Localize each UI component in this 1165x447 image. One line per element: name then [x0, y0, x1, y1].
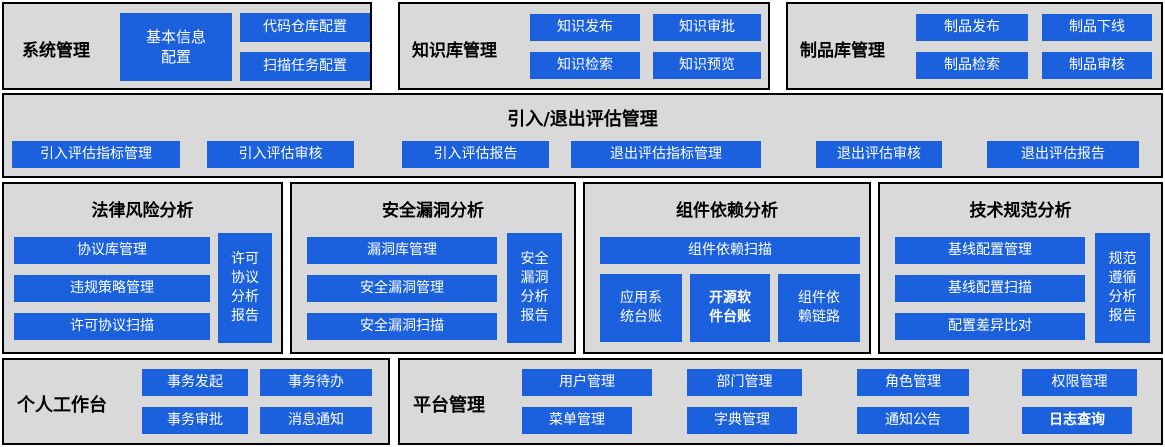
perm-mgmt-button[interactable]: 权限管理	[1022, 369, 1137, 396]
dependency-chain-button[interactable]: 组件依 赖链路	[778, 274, 860, 342]
panel-tech: 技术规范分析 基线配置管理 基线配置扫描 配置差异比对 规范 遵循 分析 报告	[878, 182, 1163, 354]
knowledge-publish-button[interactable]: 知识发布	[530, 14, 640, 41]
panel-system-title: 系统管理	[22, 41, 90, 61]
exit-eval-metrics-button[interactable]: 退出评估指标管理	[571, 141, 761, 168]
vuln-report-button[interactable]: 安全 漏洞 分析 报告	[507, 233, 562, 343]
knowledge-approve-button[interactable]: 知识审批	[653, 14, 761, 41]
task-approve-button[interactable]: 事务审批	[142, 407, 248, 434]
panel-workspace-title: 个人工作台	[17, 395, 107, 416]
basic-info-config-button[interactable]: 基本信息 配置	[120, 13, 232, 81]
panel-vuln-title: 安全漏洞分析	[382, 201, 484, 221]
exit-eval-review-button[interactable]: 退出评估审核	[816, 141, 942, 168]
panel-tech-title: 技术规范分析	[969, 201, 1072, 221]
vuln-lib-button[interactable]: 漏洞库管理	[307, 237, 497, 264]
dept-mgmt-button[interactable]: 部门管理	[687, 369, 802, 396]
panel-vuln: 安全漏洞分析 漏洞库管理 安全漏洞管理 安全漏洞扫描 安全 漏洞 分析 报告	[290, 182, 576, 354]
panel-artifact: 制品库管理 制品发布 制品下线 制品检索 制品审核	[786, 2, 1163, 90]
oss-ledger-button[interactable]: 开源软 件台账	[690, 274, 770, 342]
role-mgmt-button[interactable]: 角色管理	[857, 369, 969, 396]
knowledge-search-button[interactable]: 知识检索	[530, 52, 640, 79]
log-query-button[interactable]: 日志查询	[1022, 407, 1132, 434]
panel-platform-title: 平台管理	[413, 395, 485, 416]
panel-dependency: 组件依赖分析 组件依赖扫描 应用系 统台账 开源软 件台账 组件依 赖链路	[583, 182, 871, 354]
panel-system: 系统管理 基本信息 配置 代码仓库配置 扫描任务配置	[2, 2, 372, 90]
message-notify-button[interactable]: 消息通知	[260, 407, 372, 434]
panel-knowledge-title: 知识库管理	[412, 41, 497, 61]
dependency-scan-button[interactable]: 组件依赖扫描	[600, 237, 860, 264]
task-todo-button[interactable]: 事务待办	[260, 369, 372, 396]
license-scan-button[interactable]: 许可协议扫描	[14, 313, 210, 340]
protocol-lib-button[interactable]: 协议库管理	[14, 237, 210, 264]
violation-policy-button[interactable]: 违规策略管理	[14, 275, 210, 302]
baseline-scan-button[interactable]: 基线配置扫描	[895, 275, 1085, 302]
intro-eval-metrics-button[interactable]: 引入评估指标管理	[12, 141, 180, 168]
panel-dependency-title: 组件依赖分析	[676, 201, 778, 221]
panel-platform: 平台管理 用户管理 部门管理 角色管理 权限管理 菜单管理 字典管理 通知公告 …	[398, 358, 1163, 445]
intro-eval-report-button[interactable]: 引入评估报告	[402, 141, 549, 168]
app-ledger-button[interactable]: 应用系 统台账	[600, 274, 682, 342]
scan-task-config-button[interactable]: 扫描任务配置	[240, 52, 370, 81]
knowledge-preview-button[interactable]: 知识预览	[653, 52, 761, 79]
task-initiate-button[interactable]: 事务发起	[142, 369, 248, 396]
panel-evaluation: 引入/退出评估管理 引入评估指标管理 引入评估审核 引入评估报告 退出评估指标管…	[2, 93, 1163, 178]
panel-artifact-title: 制品库管理	[800, 41, 885, 61]
spec-report-button[interactable]: 规范 遵循 分析 报告	[1095, 233, 1150, 343]
vuln-scan-button[interactable]: 安全漏洞扫描	[307, 313, 497, 340]
panel-legal: 法律风险分析 协议库管理 违规策略管理 许可协议扫描 许可 协议 分析 报告	[2, 182, 283, 354]
panel-workspace: 个人工作台 事务发起 事务待办 事务审批 消息通知	[2, 358, 390, 445]
config-diff-button[interactable]: 配置差异比对	[895, 313, 1085, 340]
license-report-button[interactable]: 许可 协议 分析 报告	[218, 233, 272, 343]
intro-eval-review-button[interactable]: 引入评估审核	[207, 141, 354, 168]
panel-legal-title: 法律风险分析	[91, 201, 194, 221]
vuln-mgmt-button[interactable]: 安全漏洞管理	[307, 275, 497, 302]
dict-mgmt-button[interactable]: 字典管理	[687, 407, 797, 434]
artifact-offline-button[interactable]: 制品下线	[1042, 14, 1152, 41]
artifact-review-button[interactable]: 制品审核	[1042, 52, 1152, 79]
artifact-search-button[interactable]: 制品检索	[916, 52, 1028, 79]
panel-knowledge: 知识库管理 知识发布 知识审批 知识检索 知识预览	[398, 2, 770, 90]
code-repo-config-button[interactable]: 代码仓库配置	[240, 13, 370, 42]
notice-button[interactable]: 通知公告	[857, 407, 969, 434]
exit-eval-report-button[interactable]: 退出评估报告	[987, 141, 1139, 168]
user-mgmt-button[interactable]: 用户管理	[522, 369, 652, 396]
artifact-publish-button[interactable]: 制品发布	[916, 14, 1028, 41]
baseline-mgmt-button[interactable]: 基线配置管理	[895, 237, 1085, 264]
panel-evaluation-title: 引入/退出评估管理	[507, 109, 658, 130]
menu-mgmt-button[interactable]: 菜单管理	[522, 407, 632, 434]
